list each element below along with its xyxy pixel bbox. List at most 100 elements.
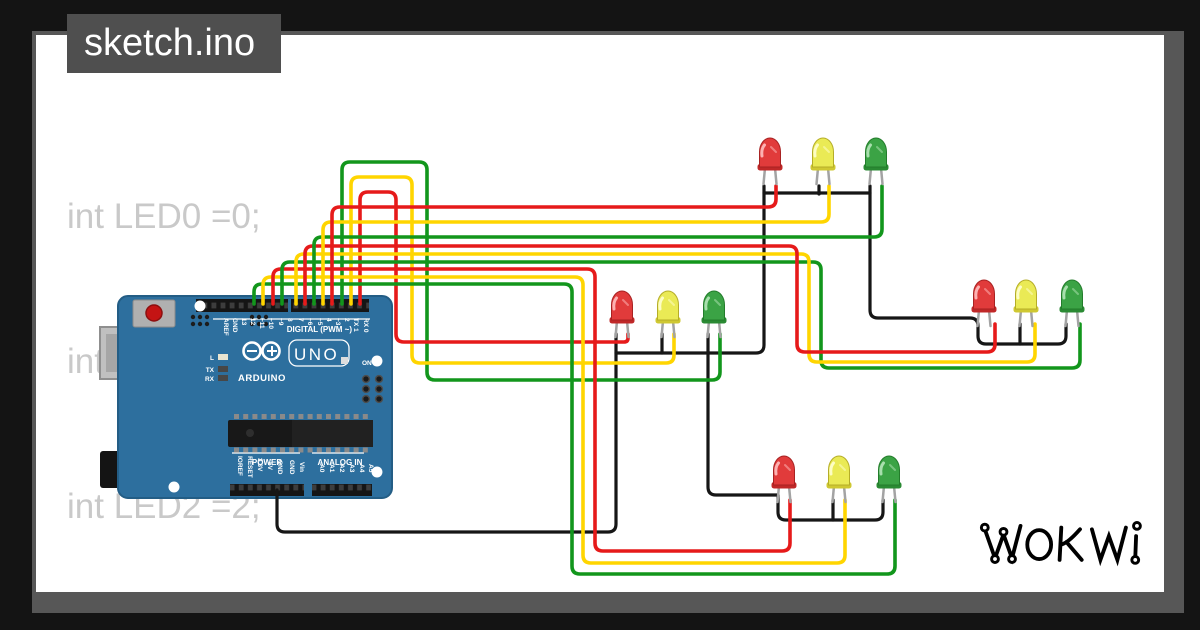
pin-label-vin: Vin <box>298 462 305 472</box>
wire-red <box>303 244 997 354</box>
pin-label-8: 8 <box>286 318 293 322</box>
led-leads <box>706 319 722 339</box>
pin-label-10: ~10 <box>267 318 274 329</box>
led-glint <box>984 288 991 295</box>
led-highlight <box>866 143 872 158</box>
led-leads <box>660 319 676 339</box>
analog-caption: ANALOG IN <box>318 458 363 467</box>
pin-label-a1: A1 <box>328 464 335 473</box>
chip-notch <box>246 429 254 437</box>
power-header <box>230 484 304 496</box>
pin-label-12: 12 <box>249 318 256 326</box>
reset-button-cap <box>145 304 163 322</box>
silkscreen-lines <box>213 318 370 454</box>
led-leads <box>1064 308 1080 328</box>
pin-label-6: ~6 <box>306 318 313 326</box>
led-leads <box>1018 308 1034 328</box>
sketch-title-tab: sketch.ino <box>67 14 282 73</box>
arduino-uno-board: DIGITAL (PWM ~) UNO ARDUINO ON L TX RX A… <box>99 295 393 499</box>
wire-red <box>358 190 630 344</box>
led-glint <box>770 146 777 153</box>
digital-header-right <box>291 299 369 312</box>
pin-label-4: 4 <box>325 318 332 322</box>
led-highlight <box>658 296 664 311</box>
arduino-brand-label: ARDUINO <box>238 373 286 384</box>
pin-label-a2: A2 <box>338 464 345 473</box>
led-highlight <box>760 143 766 158</box>
mount-hole <box>168 481 180 493</box>
wire-black <box>868 184 1068 346</box>
mount-hole <box>371 355 383 367</box>
led-green <box>701 290 727 339</box>
led-yellow <box>1013 279 1039 328</box>
pin-label-gnd: GND <box>231 318 238 333</box>
led-glint <box>839 464 846 471</box>
led-glint <box>876 146 883 153</box>
icsp-header <box>361 374 384 404</box>
analog-header <box>312 484 372 496</box>
wire-green <box>252 282 897 576</box>
led-glint <box>823 146 830 153</box>
wire-yellow <box>261 275 847 565</box>
arduino-logo-icon <box>242 341 281 361</box>
pin-label-rx0: RX 0 <box>362 318 369 333</box>
pin-label-13: 13 <box>240 318 247 326</box>
led-green <box>1059 279 1085 328</box>
led-highlight <box>774 461 780 476</box>
wire-red <box>330 184 778 306</box>
led-red <box>971 279 997 328</box>
code-line: int LED0 =0; <box>67 196 261 236</box>
wire-green <box>280 260 1082 370</box>
wire-black <box>776 493 885 522</box>
led-red <box>771 455 797 504</box>
wire-layer <box>252 160 1082 576</box>
led-red <box>757 137 783 186</box>
pin-label-ioref: IOREF <box>236 456 243 476</box>
atmega-chip-face <box>292 420 373 447</box>
pin-label-a3: A3 <box>348 464 355 473</box>
mount-hole <box>194 300 206 312</box>
digital-caption: DIGITAL (PWM ~) <box>287 325 353 334</box>
led-glint <box>784 464 791 471</box>
pin-label-a4: A4 <box>358 464 365 473</box>
wire-black <box>614 184 766 355</box>
l-led <box>218 354 228 360</box>
pin-label-aref: AREF <box>222 318 229 336</box>
uno-label: UNO <box>294 345 339 364</box>
led-glint <box>714 299 721 306</box>
pin-label-a5: A5 <box>367 464 374 473</box>
led-leads <box>614 319 630 339</box>
wire-yellow <box>294 252 1037 364</box>
led-glint <box>622 299 629 306</box>
led-glint <box>1026 288 1033 295</box>
chip-legs <box>234 414 368 453</box>
led-leads <box>881 484 897 504</box>
on-label: ON <box>362 360 372 367</box>
wire-black <box>706 332 780 497</box>
led-highlight <box>612 296 618 311</box>
led-highlight <box>829 461 835 476</box>
wire-green <box>312 184 884 306</box>
tx-led <box>218 366 228 372</box>
rx-led <box>218 375 228 381</box>
uno-outline <box>288 339 350 367</box>
pin-label-9: ~9 <box>277 318 284 326</box>
led-highlight <box>1062 285 1068 300</box>
led-layer <box>609 137 1085 504</box>
pin-label-2: 2 <box>343 318 350 322</box>
led-leads <box>815 166 831 186</box>
pin-label-11: ~11 <box>258 318 265 329</box>
led-highlight <box>974 285 980 300</box>
led-green <box>876 455 902 504</box>
mount-hole <box>371 466 383 478</box>
led-highlight <box>1016 285 1022 300</box>
tx-led-label: TX <box>206 367 215 374</box>
wire-red <box>271 267 792 553</box>
led-leads <box>776 484 792 504</box>
power-caption: POWER <box>252 458 282 467</box>
wokwi-logo <box>979 521 1142 567</box>
led-green <box>863 137 889 186</box>
led-leads <box>831 484 847 504</box>
